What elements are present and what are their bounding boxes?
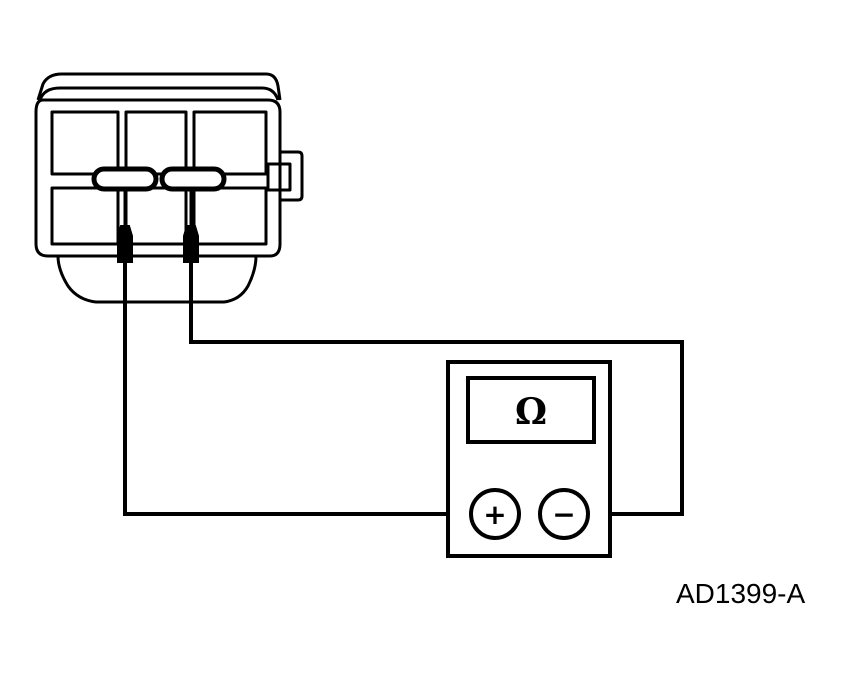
probe-right-tip	[183, 225, 199, 263]
connector-body	[34, 98, 282, 258]
negative-terminal-sign: −	[552, 498, 575, 531]
connector-skirt	[56, 255, 258, 304]
connector-pin-left	[91, 166, 159, 192]
connector-top-latch	[36, 72, 282, 101]
connector-cavity	[50, 110, 120, 176]
connector-cavity	[124, 110, 188, 176]
wire-negative	[189, 262, 684, 516]
negative-terminal	[538, 488, 590, 540]
connector-top-latch-inner	[38, 86, 280, 101]
ohmmeter-display	[466, 376, 596, 444]
connector-side-tab	[280, 150, 304, 202]
positive-terminal-sign: +	[483, 498, 506, 531]
connector	[34, 72, 304, 304]
ohmmeter: Ω + −	[446, 360, 612, 558]
probes	[117, 189, 199, 263]
connector-cavity	[192, 186, 268, 246]
positive-terminal	[469, 488, 521, 540]
ohm-symbol: Ω	[515, 391, 547, 433]
connector-pin-right	[159, 166, 227, 192]
figure-code-label: AD1399-A	[676, 578, 806, 609]
connector-side-tab-inner	[266, 162, 292, 192]
connector-cavity	[50, 186, 120, 246]
wire-positive	[123, 262, 472, 516]
probe-left-tip	[117, 225, 133, 263]
connector-cavity	[124, 186, 188, 246]
wires	[123, 262, 684, 516]
connector-cavity	[192, 110, 268, 176]
